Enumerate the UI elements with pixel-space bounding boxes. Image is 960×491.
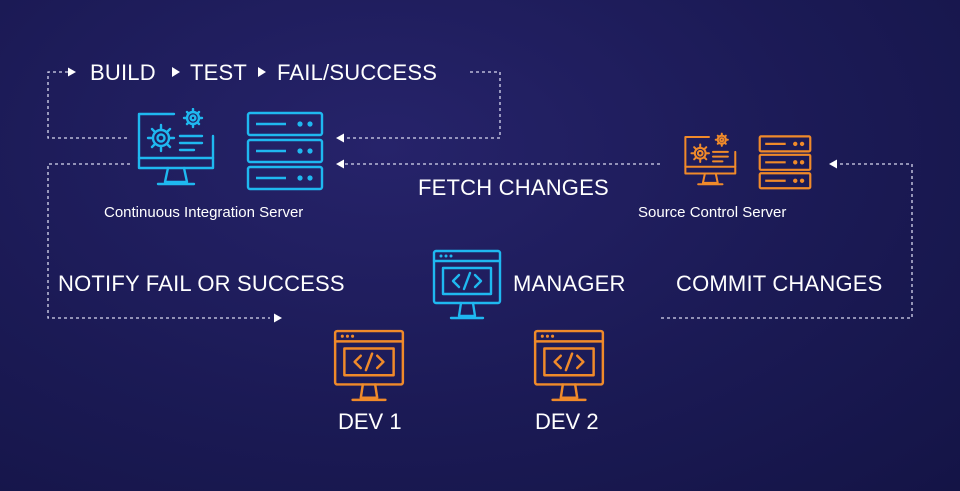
pipeline-result-label: FAIL/SUCCESS	[277, 60, 438, 85]
notify-line	[47, 163, 270, 319]
fetch-changes-label: FETCH CHANGES	[418, 175, 609, 200]
build-loop-left-line	[47, 71, 130, 139]
arrow-into-ci-fetch	[336, 159, 344, 169]
arrow-build-to-test	[172, 67, 180, 77]
commit-line	[658, 163, 913, 319]
source-monitor-gear-icon	[682, 130, 740, 199]
dev2-code-monitor-icon	[532, 328, 606, 411]
notify-label: NOTIFY FAIL OR SUCCESS	[58, 271, 345, 296]
manager-label: MANAGER	[513, 271, 626, 296]
build-loop-right-line	[345, 71, 501, 139]
manager-code-monitor-icon	[431, 248, 503, 329]
dev1-code-monitor-icon	[332, 328, 406, 411]
arrow-into-ci-top	[336, 133, 344, 143]
pipeline-test-label: TEST	[190, 60, 248, 85]
arrow-into-source	[829, 159, 837, 169]
source-server-label: Source Control Server	[638, 204, 787, 221]
commit-changes-label: COMMIT CHANGES	[676, 271, 883, 296]
ci-server-rack-icon	[244, 110, 326, 199]
arrow-notify-end	[274, 313, 282, 323]
ci-server-label: Continuous Integration Server	[104, 204, 304, 221]
dev1-label: DEV 1	[338, 409, 402, 434]
pipeline-build-label: BUILD	[90, 60, 156, 85]
arrow-into-build	[68, 67, 76, 77]
ci-monitor-gear-icon	[134, 107, 220, 199]
source-server-rack-icon	[757, 134, 813, 197]
arrow-test-to-result	[258, 67, 266, 77]
dev2-label: DEV 2	[535, 409, 599, 434]
